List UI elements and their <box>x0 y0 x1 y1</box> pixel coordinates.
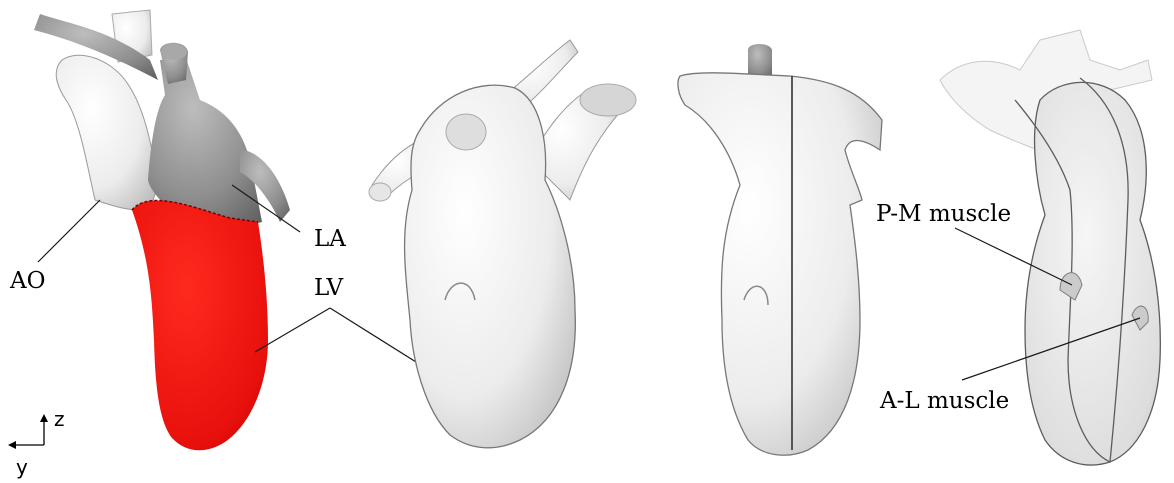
view2-vessel-opening-left <box>369 183 391 201</box>
pm-muscle-label: P-M muscle <box>876 201 1011 227</box>
view3-vessel-top <box>748 44 772 78</box>
view2-vessel-opening-center <box>446 114 486 150</box>
ao-leader-line <box>38 200 100 262</box>
heart-view-2 <box>369 40 636 448</box>
vein-opening-1 <box>161 44 187 60</box>
aorta-shape <box>56 55 158 210</box>
left-ventricle-shape <box>132 200 268 450</box>
axis-triad: z y <box>8 407 65 479</box>
view2-vessel-opening-right <box>580 84 636 116</box>
heart-view-1 <box>34 10 290 450</box>
z-axis-label: z <box>54 407 65 431</box>
la-label: LA <box>314 226 346 252</box>
al-muscle-label: A-L muscle <box>879 388 1009 414</box>
view3-atrium <box>678 73 882 455</box>
heart-view-3 <box>678 44 882 455</box>
ao-label: AO <box>9 268 45 294</box>
left-atrium-shape <box>148 58 262 225</box>
lv-label: LV <box>314 275 344 301</box>
y-axis-label: y <box>16 455 28 479</box>
